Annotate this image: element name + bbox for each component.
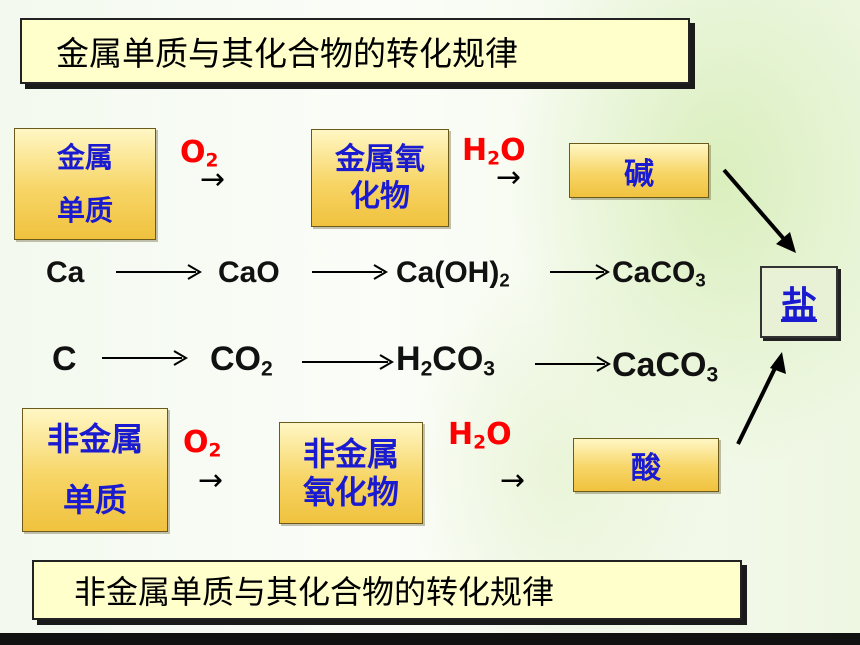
base-to-salt-arrow — [722, 168, 796, 253]
c-arrow-2 — [302, 354, 394, 370]
metal-arrow-2: → — [496, 160, 522, 195]
acid-to-salt-arrow — [736, 352, 786, 445]
nonmetal-reagent-oxygen: O2 — [183, 425, 221, 462]
caco3-formula-c-row: CaCO3 — [612, 346, 718, 387]
h2co3-formula: H2CO3 — [396, 340, 495, 381]
caco3-formula-ca-row: CaCO3 — [612, 256, 706, 292]
metal-oxide-line1: 金属氧 — [335, 141, 425, 177]
h2co3-co: CO — [432, 340, 484, 378]
base-box: 碱 — [569, 143, 709, 198]
c-arrow-1 — [102, 350, 188, 366]
metal-reagent-water: H2O — [462, 133, 526, 170]
base-label: 碱 — [624, 156, 654, 192]
caco3-subscript-c: 3 — [706, 363, 719, 387]
nonmetal-oxide-box: 非金属 氧化物 — [279, 422, 423, 524]
water-h-symbol-2: H — [448, 417, 474, 452]
metal-reagent-oxygen: O2 — [180, 135, 218, 172]
co2-subscript: 2 — [261, 357, 273, 381]
caco3-main-c: CaCO — [612, 346, 707, 384]
metal-element-line2: 单质 — [56, 194, 113, 227]
oxygen-subscript: 2 — [205, 150, 219, 172]
oxygen-subscript-2: 2 — [208, 440, 222, 462]
acid-box: 酸 — [573, 438, 719, 492]
nonmetal-title-box: 非金属单质与其化合物的转化规律 — [32, 560, 742, 620]
metal-title: 金属单质与其化合物的转化规律 — [56, 34, 518, 73]
h2co3-subscript-2: 2 — [420, 357, 433, 381]
water-o-symbol: O — [500, 133, 526, 168]
caoh2-subscript: 2 — [499, 269, 510, 291]
water-o-symbol-2: O — [486, 417, 512, 452]
water-subscript: 2 — [487, 148, 501, 170]
nonmetal-arrow-1: → — [198, 463, 224, 498]
water-h-symbol: H — [462, 133, 488, 168]
co2-formula: CO2 — [210, 340, 273, 381]
metal-oxide-box: 金属氧 化物 — [311, 129, 449, 227]
salt-label: 盐 — [780, 285, 817, 326]
nonmetal-reagent-water: H2O — [448, 417, 512, 454]
oxygen-symbol: O — [180, 135, 206, 170]
nonmetal-oxide-line2: 氧化物 — [302, 473, 399, 511]
h2co3-subscript-3: 3 — [483, 357, 496, 381]
ca-arrow-3 — [550, 264, 610, 280]
h2co3-h: H — [396, 340, 421, 378]
nonmetal-oxide-line1: 非金属 — [302, 434, 399, 473]
nonmetal-title: 非金属单质与其化合物的转化规律 — [74, 573, 555, 611]
metal-oxide-line2: 化物 — [350, 179, 410, 214]
cao-formula: CaO — [218, 256, 280, 289]
c-formula: C — [52, 340, 77, 378]
water-subscript-2: 2 — [473, 432, 487, 454]
nonmetal-element-box: 非金属 单质 — [22, 408, 168, 532]
c-arrow-3 — [535, 356, 611, 372]
ca-formula: Ca — [46, 256, 85, 289]
acid-label: 酸 — [631, 451, 661, 486]
caco3-main: CaCO — [612, 256, 696, 289]
caoh2-formula: Ca(OH)2 — [396, 256, 510, 292]
salt-box: 盐 — [760, 266, 838, 338]
metal-element-box: 金属 单质 — [14, 128, 156, 240]
nonmetal-element-line2: 单质 — [62, 481, 127, 519]
metal-title-box: 金属单质与其化合物的转化规律 — [20, 18, 690, 84]
metal-arrow-1: → — [200, 162, 226, 197]
ca-arrow-2 — [312, 264, 388, 280]
caoh2-main: Ca(OH) — [396, 256, 500, 289]
nonmetal-arrow-2: → — [500, 463, 526, 498]
metal-element-line1: 金属 — [56, 140, 113, 174]
nonmetal-element-line1: 非金属 — [46, 420, 143, 459]
co2-main: CO — [210, 340, 261, 378]
ca-arrow-1 — [116, 264, 202, 280]
caco3-subscript: 3 — [695, 269, 706, 291]
oxygen-symbol-2: O — [183, 425, 209, 460]
